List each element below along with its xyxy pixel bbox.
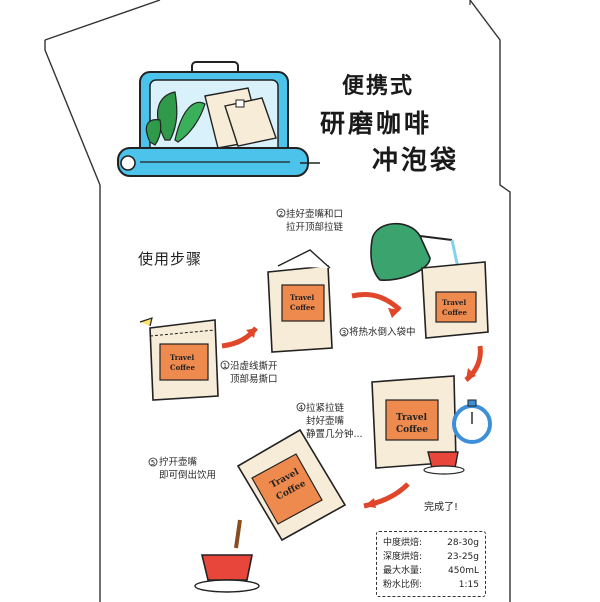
- bag2-brand-1: Travel: [290, 293, 314, 302]
- bag-step1-icon: [139, 317, 219, 401]
- spec-value: 1:15: [458, 580, 479, 590]
- spec-box: 中度烘焙: 28-30g 深度烘焙: 23-25g 最大水量: 450mL 粉水…: [376, 531, 486, 597]
- bag-step5-icon: [236, 428, 347, 542]
- spec-row: 粉水比例: 1:15: [383, 578, 479, 592]
- package-outline: [44, 0, 511, 602]
- bag-step2-icon: [267, 249, 333, 353]
- step1-num: 1: [223, 362, 227, 370]
- spec-label: 最大水量:: [383, 566, 423, 576]
- bag4-brand-2: Coffee: [396, 425, 428, 435]
- coffee-cup-pour-icon: [194, 519, 260, 593]
- step-5-text: 拧开壶嘴 即可倒出饮用: [159, 457, 217, 481]
- step-3-text: 将热水倒入袋中: [349, 327, 416, 338]
- bag4-brand-1: Travel: [396, 413, 428, 423]
- kettle-icon: [370, 222, 460, 281]
- spec-row: 最大水量: 450mL: [383, 564, 479, 578]
- spec-value: 28-30g: [447, 538, 479, 548]
- step5-num: 5: [151, 459, 155, 467]
- done-text: 完成了!: [424, 502, 459, 513]
- step3-num: 3: [342, 329, 346, 337]
- spec-label: 深度烘焙:: [383, 552, 423, 562]
- arrow-1-to-2: [221, 326, 258, 349]
- spec-value: 23-25g: [447, 552, 479, 562]
- spec-value: 450mL: [448, 566, 479, 576]
- bag-label-texts: Travel Coffee Travel Coffee Travel Coffe…: [170, 293, 467, 503]
- step4-num: 4: [299, 404, 304, 412]
- suitcase-icon: [117, 61, 320, 177]
- spec-label: 粉水比例:: [383, 580, 423, 590]
- stopwatch-icon: [452, 399, 492, 444]
- step-number-circles: 1 2 3 4 5: [148, 208, 349, 467]
- spec-label: 中度烘焙:: [383, 538, 423, 548]
- bag-step3-icon: [421, 261, 489, 339]
- step2-num: 2: [279, 210, 283, 218]
- step-4-text: 拉紧拉链 封好壶嘴 静置几分钟...: [306, 403, 363, 440]
- bag1-brand-2: Coffee: [170, 363, 195, 372]
- coffee-cup-small-icon: [423, 451, 465, 475]
- arrow-2-to-3: [351, 292, 402, 318]
- bag3-brand-2: Coffee: [442, 308, 467, 317]
- bag2-brand-2: Coffee: [290, 303, 315, 312]
- bag3-brand-1: Travel: [442, 298, 466, 307]
- spec-row: 中度烘焙: 28-30g: [383, 536, 479, 550]
- title-line-2: 研磨咖啡: [320, 109, 433, 138]
- step-1-text: 沿虚线撕开 顶部易撕口: [230, 361, 278, 385]
- spec-row: 深度烘焙: 23-25g: [383, 550, 479, 564]
- title-line-3: 冲泡袋: [372, 146, 460, 176]
- arrow-3-to-4: [464, 345, 483, 382]
- steps-heading: 使用步骤: [138, 250, 203, 268]
- title-line-1: 便携式: [342, 73, 415, 99]
- arrow-4-to-5: [363, 482, 410, 509]
- bag1-brand-1: Travel: [170, 353, 194, 362]
- step-2-text: 挂好壶嘴和口 拉开顶部拉链: [286, 209, 344, 233]
